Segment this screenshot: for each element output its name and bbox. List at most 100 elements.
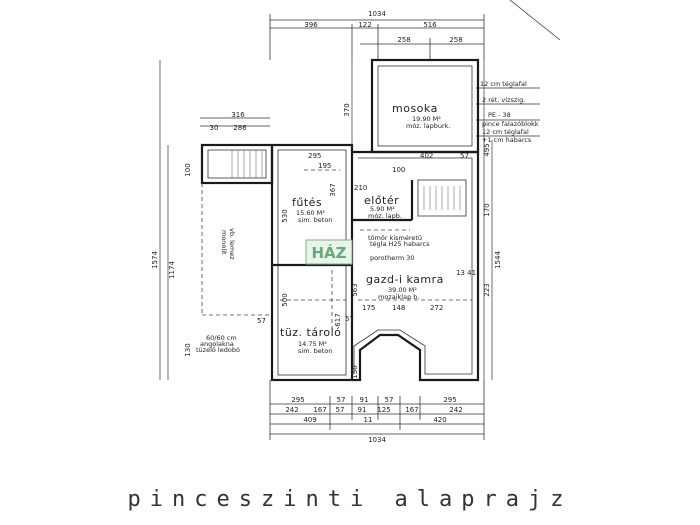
dim-right-223: 223 bbox=[483, 283, 491, 296]
room-eloter: előtér 5.90 M² móz. lapb. bbox=[364, 194, 402, 220]
left-dimensions: 1574 1174 370 316 286 30 100 130 bbox=[151, 60, 353, 380]
note-slab-2: vb. lemez bbox=[228, 228, 236, 260]
dim-left-d: 1174 bbox=[168, 261, 176, 279]
dim-272: 272 bbox=[430, 304, 443, 312]
note-wall-3: PE - 38 bbox=[488, 111, 511, 119]
dim-100: 100 bbox=[392, 166, 405, 174]
room-futes-area: 15.60 M² bbox=[296, 209, 325, 217]
dim-right-495: 495 bbox=[483, 143, 491, 156]
dim-top-a: 396 bbox=[304, 21, 318, 29]
dim-bottom-total: 1034 bbox=[368, 436, 386, 444]
note-pit-3: tüzelő ledobó bbox=[196, 345, 240, 354]
dim-bottom-r1-1: 57 bbox=[337, 396, 346, 404]
room-kamra-floor: mozaiklap b. bbox=[378, 293, 419, 301]
stair-hatching bbox=[231, 150, 461, 210]
note-brick-2: tégla H25 habarcs bbox=[370, 240, 430, 248]
note-wall-5: 12 cm téglafal bbox=[482, 128, 529, 136]
dim-left-g: 30 bbox=[210, 124, 219, 132]
corner-line bbox=[509, 0, 561, 41]
dim-top-b: 122 bbox=[358, 21, 371, 29]
dim-bottom-r2-6: 242 bbox=[449, 406, 462, 414]
dim-bottom-r1-2: 91 bbox=[360, 396, 369, 404]
dim-bottom-r2-2: 57 bbox=[336, 406, 345, 414]
dim-total-top: 1034 bbox=[368, 10, 386, 18]
room-eloter-area: 5.90 M² bbox=[370, 205, 395, 213]
dim-right-170: 170 bbox=[483, 203, 491, 216]
room-mosoka: mosoka 19.90 M² móz. lapburk. bbox=[392, 102, 451, 130]
note-wall-2: 2 rét. vízszig. bbox=[482, 96, 525, 104]
room-eloter-floor: móz. lapb. bbox=[368, 212, 402, 220]
room-taro: tüz. tároló 14.75 M² sim. beton bbox=[280, 326, 341, 355]
top-dimensions: 1034 396 122 516 258 258 bbox=[269, 10, 485, 60]
dim-bottom-r1-4: 295 bbox=[443, 396, 456, 404]
dim-bottom-r2-1: 167 bbox=[313, 406, 326, 414]
note-wall-1: 12 cm téglafal bbox=[480, 80, 527, 88]
dim-bottom-r2-5: 167 bbox=[405, 406, 418, 414]
note-pit-2: angolakna bbox=[200, 340, 234, 348]
dim-top-c: 516 bbox=[423, 21, 437, 29]
dim-175: 175 bbox=[362, 304, 375, 312]
room-futes: fűtés 15.60 M² sim. beton bbox=[292, 196, 332, 224]
dim-295: 295 bbox=[308, 152, 321, 160]
dim-57-mid: 57 bbox=[345, 315, 354, 323]
dim-bottom-r2-0: 242 bbox=[285, 406, 298, 414]
note-pit-1: 60/60 cm bbox=[206, 334, 237, 342]
note-slab-1: monolit bbox=[220, 230, 228, 255]
room-taro-floor: sim. beton bbox=[298, 347, 332, 355]
dim-617: 617 bbox=[334, 313, 342, 326]
dim-148: 148 bbox=[392, 304, 405, 312]
note-porotherm: porotherm 30 bbox=[370, 254, 415, 262]
room-futes-floor: sim. beton bbox=[298, 216, 332, 224]
dim-left-f: 286 bbox=[233, 124, 247, 132]
dim-530: 530 bbox=[281, 209, 289, 222]
dim-57-left: 57 bbox=[257, 317, 266, 325]
bottom-dimensions: 295 57 91 57 295 242 167 57 91 125 167 2… bbox=[269, 380, 485, 444]
dim-top-d: 258 bbox=[397, 36, 410, 44]
watermark-stamp: HÁZ bbox=[305, 239, 353, 265]
room-taro-area: 14.75 M² bbox=[298, 340, 327, 348]
dim-bottom-r3-0: 409 bbox=[303, 416, 316, 424]
slab-lines bbox=[201, 169, 472, 330]
note-wall-6: +1 cm habarcs bbox=[482, 136, 532, 144]
dim-top-e: 258 bbox=[449, 36, 462, 44]
dim-367: 367 bbox=[329, 183, 337, 196]
dim-bottom-r1-0: 295 bbox=[291, 396, 304, 404]
dim-left-i: 130 bbox=[184, 343, 192, 356]
dim-bottom-r2-3: 91 bbox=[358, 406, 367, 414]
dim-500: 500 bbox=[281, 293, 289, 306]
dim-left-e: 316 bbox=[231, 111, 245, 119]
room-mosoka-name: mosoka bbox=[392, 102, 438, 115]
dim-bottom-r3-2: 420 bbox=[433, 416, 446, 424]
dim-210: 210 bbox=[354, 184, 367, 192]
dim-402: 402 bbox=[420, 152, 433, 160]
dim-right-total: 1544 bbox=[494, 251, 502, 269]
dim-left-a: 370 bbox=[343, 103, 351, 116]
dim-563: 563 bbox=[351, 283, 359, 296]
dim-left-h: 100 bbox=[184, 163, 192, 176]
dim-bottom-r2-4: 125 bbox=[377, 406, 390, 414]
note-wall-4: pince falazóblokk bbox=[482, 120, 539, 128]
interior-notes: tömör kisméretű tégla H25 habarcs poroth… bbox=[196, 228, 430, 354]
dim-57-right: 57 bbox=[460, 152, 469, 160]
room-mosoka-area: 19.90 M² bbox=[412, 115, 441, 123]
interior-dimensions: 295 402 195 530 500 563 617 175 148 272 … bbox=[257, 152, 469, 379]
room-futes-name: fűtés bbox=[292, 196, 322, 209]
room-kamra: gazd-i kamra 39.00 M² mozaiklap b. bbox=[366, 273, 444, 301]
stamp-text: HÁZ bbox=[311, 243, 346, 262]
dim-bottom-r1-3: 57 bbox=[385, 396, 394, 404]
wall-notes: 12 cm téglafal 2 rét. vízszig. PE - 38 p… bbox=[476, 80, 540, 144]
right-dimensions: 1544 495 170 223 13 41 bbox=[456, 60, 502, 380]
room-kamra-name: gazd-i kamra bbox=[366, 273, 444, 286]
room-mosoka-floor: móz. lapburk. bbox=[406, 122, 451, 130]
dim-left-b: 1574 bbox=[151, 251, 159, 269]
dim-195: 195 bbox=[318, 162, 331, 170]
room-taro-name: tüz. tároló bbox=[280, 326, 341, 339]
dim-bottom-r3-1: 11 bbox=[364, 416, 373, 424]
dim-150: 150 bbox=[351, 365, 359, 378]
dim-right-1341: 13 41 bbox=[456, 269, 476, 277]
room-kamra-area: 39.00 M² bbox=[388, 286, 417, 294]
drawing-caption: pinceszinti alaprajz bbox=[127, 487, 573, 512]
note-brick-1: tömör kisméretű bbox=[368, 233, 422, 242]
room-eloter-name: előtér bbox=[364, 194, 399, 207]
